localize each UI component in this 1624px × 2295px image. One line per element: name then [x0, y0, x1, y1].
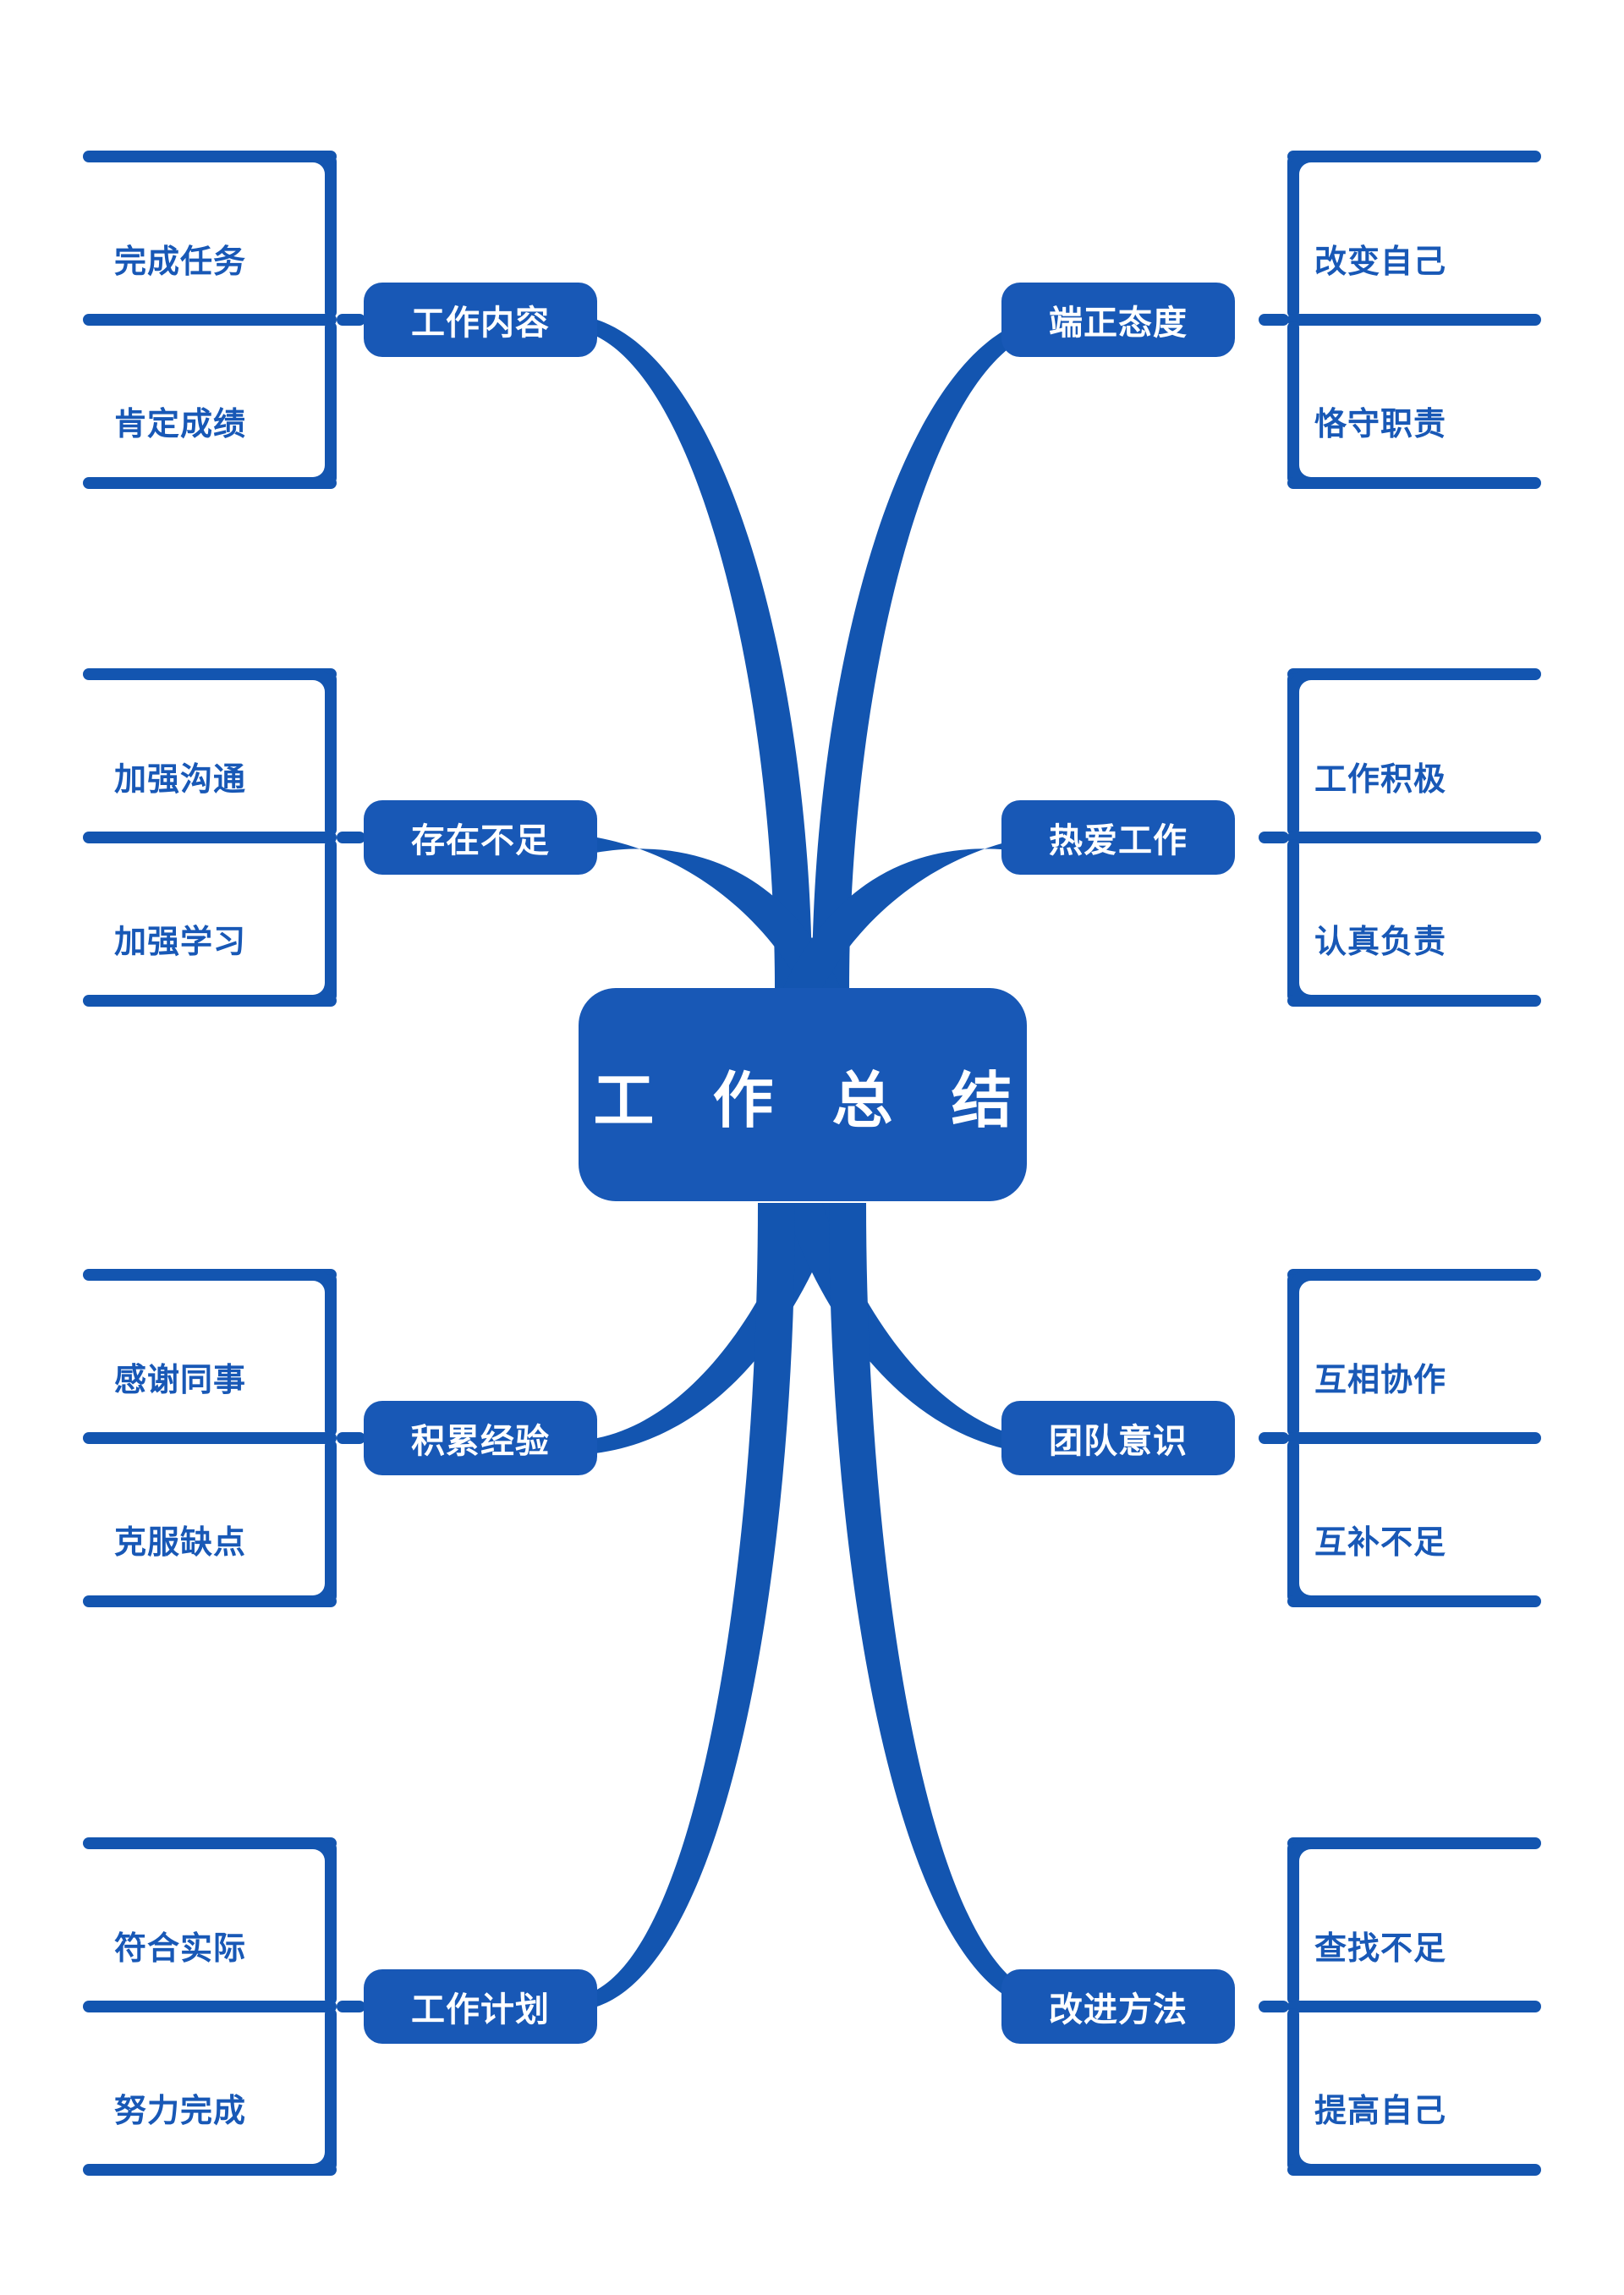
leaf-correct-attitude-0[interactable]: 改变自己 [1314, 235, 1446, 282]
leaf-team-awareness-1[interactable]: 互补不足 [1314, 1516, 1446, 1562]
stub-correct-attitude [1259, 314, 1289, 326]
leaf-correct-attitude-1[interactable]: 恪守职责 [1314, 398, 1446, 444]
curve-work-content [594, 320, 812, 988]
leaf-text: 互补不足 [1314, 1524, 1447, 1561]
stub-love-work [1259, 832, 1289, 843]
leaf-text: 感谢同事 [114, 1361, 247, 1398]
leaf-shortcomings-0[interactable]: 加强沟通 [114, 753, 246, 799]
leaf-work-content-1[interactable]: 肯定成绩 [114, 398, 246, 444]
leaf-work-plan-1[interactable]: 努力完成 [114, 2084, 246, 2131]
leaf-improvement-methods-0[interactable]: 查找不足 [1314, 1922, 1446, 1968]
leaf-accumulate-experience-1[interactable]: 克服缺点 [114, 1516, 246, 1562]
leaf-work-content-0[interactable]: 完成任务 [114, 235, 246, 282]
leaf-text: 认真负责 [1314, 923, 1447, 960]
leaf-text: 努力完成 [114, 2092, 247, 2129]
curve-work-plan [594, 1203, 795, 2007]
branch-node-love-work[interactable]: 热爱工作 [1001, 800, 1235, 875]
branch-node-shortcomings[interactable]: 存在不足 [364, 800, 597, 875]
branch-label-love-work: 热爱工作 [1049, 821, 1188, 860]
leaf-text: 提高自己 [1314, 2092, 1447, 2129]
branch-node-team-awareness[interactable]: 团队意识 [1001, 1401, 1235, 1475]
branch-label-team-awareness: 团队意识 [1049, 1422, 1188, 1461]
leaf-text: 克服缺点 [114, 1524, 247, 1561]
branch-label-accumulate-experience: 积累经验 [411, 1422, 550, 1461]
stub-improvement-methods [1259, 2001, 1289, 2012]
center-node[interactable]: 工 作 总 结 [579, 988, 1027, 1201]
leaf-love-work-1[interactable]: 认真负责 [1314, 915, 1446, 962]
leaf-text: 互相协作 [1314, 1361, 1447, 1398]
branch-node-work-plan[interactable]: 工作计划 [364, 1969, 597, 2044]
leaf-text: 肯定成绩 [114, 405, 247, 442]
stub-work-content [337, 314, 365, 326]
leaf-text: 恪守职责 [1314, 405, 1447, 442]
leaf-shortcomings-1[interactable]: 加强学习 [114, 915, 246, 962]
branch-label-shortcomings: 存在不足 [411, 821, 550, 860]
branch-label-work-plan: 工作计划 [411, 1990, 550, 2029]
leaf-team-awareness-0[interactable]: 互相协作 [1314, 1353, 1446, 1400]
branch-node-accumulate-experience[interactable]: 积累经验 [364, 1401, 597, 1475]
curve-accumulate-experience [595, 1203, 841, 1453]
stub-work-plan [337, 2001, 365, 2012]
curve-team-awareness [783, 1203, 1029, 1453]
leaf-text: 加强沟通 [114, 760, 247, 798]
leaf-work-plan-0[interactable]: 符合实际 [114, 1922, 246, 1968]
branch-label-improvement-methods: 改进方法 [1049, 1990, 1188, 2029]
branch-label-correct-attitude: 端正态度 [1049, 304, 1188, 343]
curve-improvement-methods [829, 1203, 1030, 2007]
branch-node-improvement-methods[interactable]: 改进方法 [1001, 1969, 1235, 2044]
center-node-label: 工 作 总 结 [593, 1064, 1031, 1136]
curve-love-work [783, 837, 1029, 988]
leaf-improvement-methods-1[interactable]: 提高自己 [1314, 2084, 1446, 2131]
leaf-text: 改变自己 [1314, 243, 1447, 280]
stub-accumulate-experience [337, 1432, 365, 1444]
leaf-text: 查找不足 [1314, 1930, 1447, 1967]
curve-correct-attitude [812, 320, 1030, 988]
stub-shortcomings [337, 832, 365, 843]
branch-label-work-content: 工作内容 [411, 304, 550, 343]
leaf-accumulate-experience-0[interactable]: 感谢同事 [114, 1353, 246, 1400]
curve-shortcomings [595, 837, 841, 988]
leaf-text: 加强学习 [114, 923, 247, 960]
branch-node-work-content[interactable]: 工作内容 [364, 283, 597, 357]
leaf-text: 工作积极 [1314, 760, 1447, 798]
leaf-text: 完成任务 [114, 243, 247, 280]
leaf-love-work-0[interactable]: 工作积极 [1314, 753, 1446, 799]
stub-team-awareness [1259, 1432, 1289, 1444]
branch-node-correct-attitude[interactable]: 端正态度 [1001, 283, 1235, 357]
leaf-text: 符合实际 [114, 1930, 247, 1967]
